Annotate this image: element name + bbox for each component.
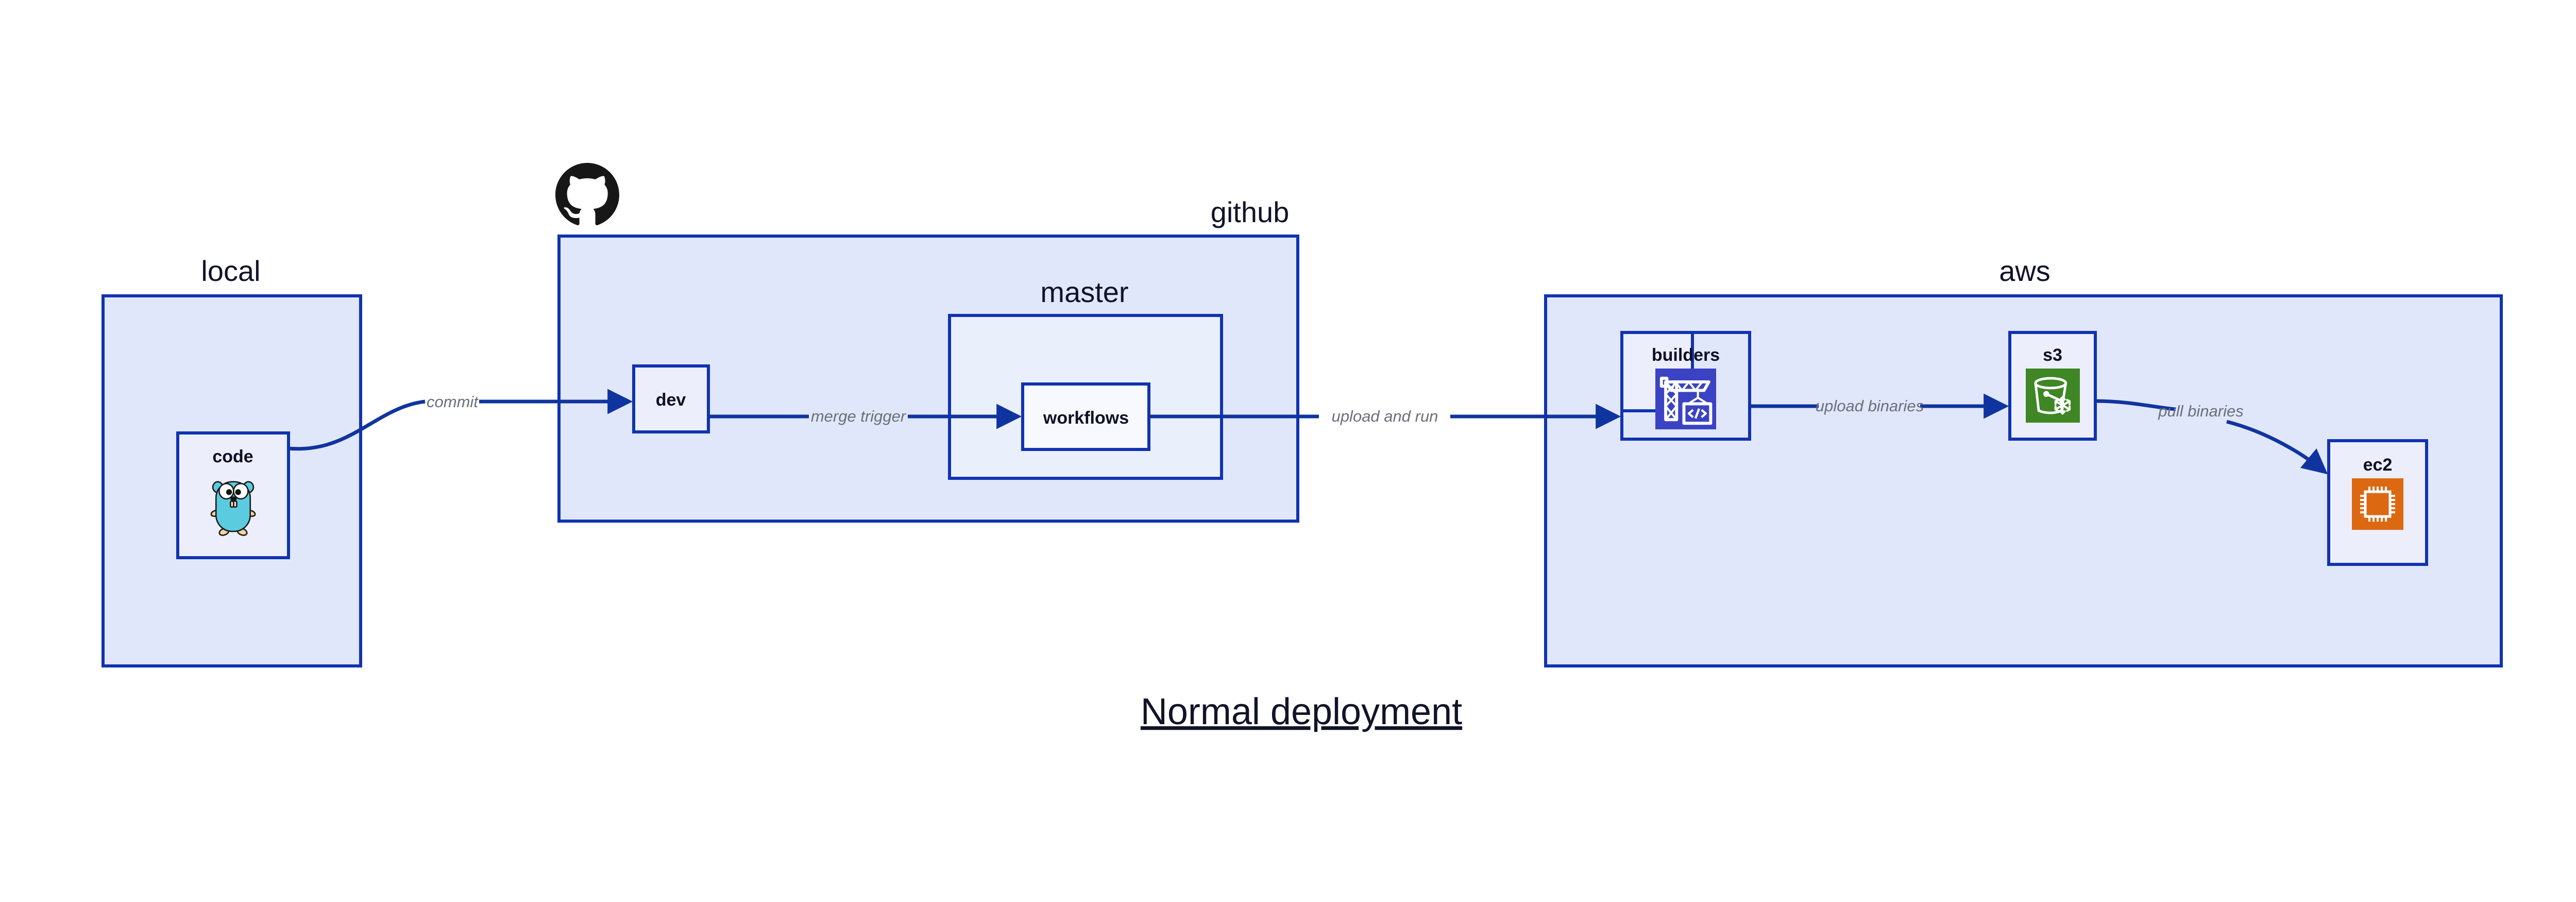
edge-label-commit: commit: [427, 393, 479, 411]
node-workflows[interactable]: workflows: [1021, 382, 1150, 451]
cluster-aws[interactable]: aws builders s3 ec2: [1544, 255, 2503, 667]
node-label-code: code: [212, 447, 253, 466]
cluster-label-local: local: [201, 255, 260, 287]
cluster-master[interactable]: master workflows: [948, 276, 1223, 480]
node-box-workflows: [1021, 382, 1150, 451]
node-box-dev: [632, 364, 710, 433]
node-builders[interactable]: builders: [1620, 331, 1751, 441]
edge-label-upload-binaries: upload binaries: [1816, 397, 1924, 415]
diagram-caption: Normal deployment: [1141, 691, 1462, 732]
edge-upload-binaries: upload binaries: [1750, 393, 2009, 419]
node-code[interactable]: code: [176, 431, 290, 559]
cluster-label-master: master: [1040, 276, 1128, 308]
node-frame-builders: [1620, 331, 1751, 441]
edge-path-commit-a: [288, 399, 426, 451]
cluster-github[interactable]: github dev master workflows: [555, 163, 1299, 523]
edge-pull-binaries: pull binaries: [2095, 399, 2328, 475]
edge-commit: commit: [288, 389, 633, 451]
aws-builders-crane-icon: [1655, 369, 1716, 429]
aws-s3-bucket-icon: [2026, 369, 2080, 423]
edge-upload-and-run: upload and run: [1149, 404, 1621, 429]
edge-label-merge-trigger: merge trigger: [811, 407, 907, 425]
edge-path-pull-bin-a: [2095, 399, 2176, 411]
cluster-label-aws: aws: [1999, 255, 2050, 287]
cluster-local[interactable]: local code: [101, 255, 362, 667]
node-label-ec2: ec2: [2363, 455, 2393, 475]
node-ec2[interactable]: ec2: [2327, 439, 2428, 566]
node-s3[interactable]: s3: [2008, 331, 2097, 441]
edge-label-pull-binaries: pull binaries: [2158, 402, 2243, 420]
node-label-builders: builders: [1652, 345, 1720, 365]
aws-ec2-chip-icon: [2352, 478, 2403, 530]
edge-merge-trigger: merge trigger: [708, 404, 1022, 429]
cluster-label-github: github: [1211, 196, 1290, 228]
edge-label-upload-and-run: upload and run: [1332, 407, 1438, 425]
node-label-workflows: workflows: [1043, 408, 1129, 428]
node-label-s3: s3: [2043, 345, 2062, 365]
node-label-dev: dev: [656, 390, 686, 410]
node-dev[interactable]: dev: [632, 364, 710, 433]
edge-path-pull-bin-b: [2226, 420, 2328, 475]
